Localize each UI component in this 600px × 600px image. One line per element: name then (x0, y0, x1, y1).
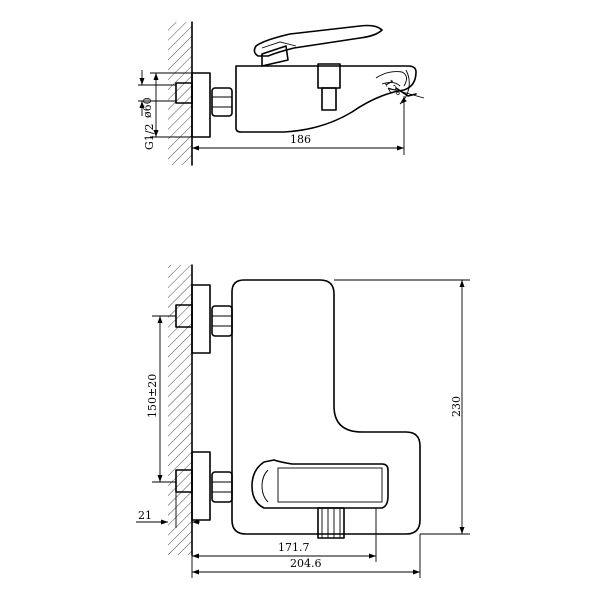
dim-inner-label: 171.7 (278, 541, 310, 554)
dim-width-label: 186 (290, 133, 311, 146)
escutcheon-top (191, 72, 211, 138)
lever-handle-front (251, 459, 389, 509)
angle-label: 12° (381, 77, 402, 100)
escutcheon-lower (191, 451, 211, 521)
faucet-body-side (235, 65, 417, 133)
dim-total-label: 204.6 (290, 557, 322, 570)
lever-handle-side (253, 24, 383, 57)
dim-centers-label: 150±20 (146, 374, 159, 418)
dim-diameter-label: ø60 (141, 97, 154, 118)
escutcheon-upper (191, 284, 211, 354)
nut-upper (211, 305, 233, 337)
wall-hatch-top (168, 22, 192, 165)
front-view: 230 150±20 21 171.7 204.6 (136, 264, 470, 578)
dim-thread-label: G1/2 (143, 124, 156, 151)
nut-lower (211, 471, 233, 503)
spout-front (317, 507, 345, 539)
nut-top (211, 87, 233, 117)
dim-height-label: 230 (450, 396, 463, 417)
faucet-body-front (231, 279, 421, 535)
dim-wall-offset-label: 21 (138, 509, 152, 522)
wall-hatch-bottom (168, 265, 192, 555)
side-view: 12° 186 ø60 G1/2 (138, 21, 425, 166)
angle-arc (399, 69, 410, 105)
diverter-knob-side (317, 63, 341, 89)
